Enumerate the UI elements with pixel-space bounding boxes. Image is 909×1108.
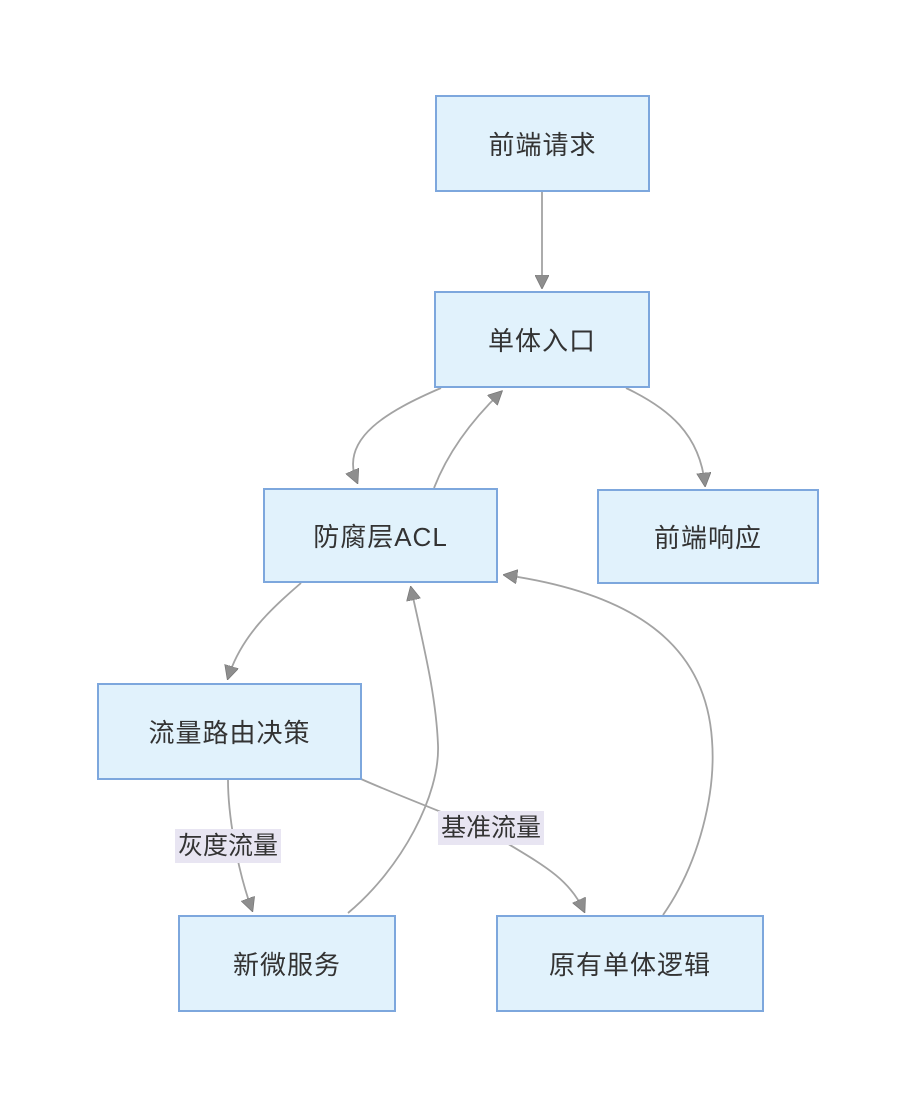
node-monolith-entry: 单体入口 [434, 291, 650, 388]
edge-monolith-entry-to-acl [353, 387, 442, 482]
node-acl-layer-label: 防腐层ACL [313, 522, 448, 552]
node-new-microservice: 新微服务 [178, 915, 396, 1012]
node-routing-decision-label: 流量路由决策 [148, 718, 311, 748]
node-frontend-request-label: 前端请求 [488, 130, 597, 160]
node-frontend-response-label: 前端响应 [653, 523, 762, 553]
node-acl-layer: 防腐层ACL [263, 488, 498, 583]
node-new-microservice-label: 新微服务 [232, 950, 341, 980]
node-legacy-monolith: 原有单体逻辑 [496, 915, 764, 1012]
node-routing-decision: 流量路由决策 [97, 683, 362, 780]
node-frontend-request: 前端请求 [435, 95, 650, 192]
node-frontend-response: 前端响应 [597, 489, 819, 584]
edge-legacy-monolith-to-acl [505, 575, 714, 916]
edge-routing-decision-to-legacy-monolith [360, 778, 584, 911]
edge-label-baseline-traffic: 基准流量 [438, 811, 545, 845]
edge-acl-to-monolith-entry [433, 392, 501, 489]
edge-acl-to-routing-decision [228, 582, 302, 678]
node-legacy-monolith-label: 原有单体逻辑 [548, 950, 711, 980]
node-monolith-entry-label: 单体入口 [487, 326, 596, 356]
edge-new-microservice-to-acl [347, 588, 439, 914]
edge-monolith-entry-to-frontend-response [625, 387, 705, 485]
edge-label-gray-traffic: 灰度流量 [175, 829, 282, 863]
